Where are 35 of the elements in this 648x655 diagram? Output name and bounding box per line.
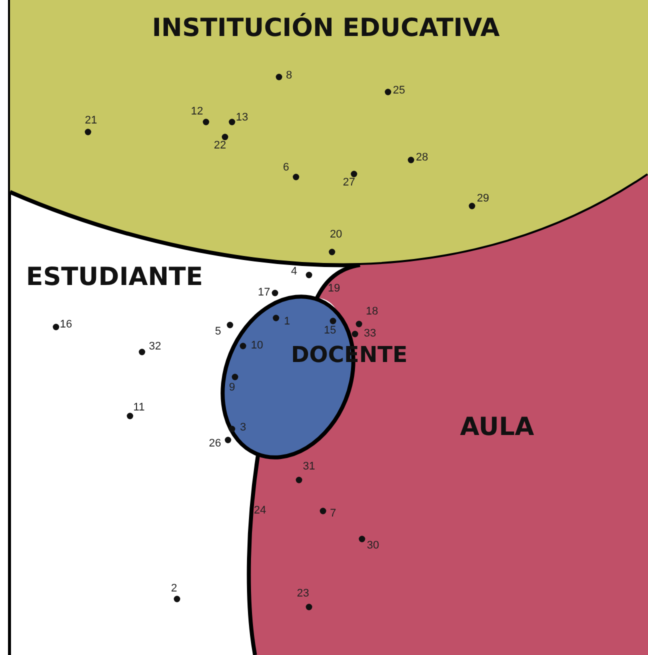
point-number: 4 <box>290 266 298 278</box>
point-number: 18 <box>366 306 378 318</box>
point-number: 24 <box>254 506 266 516</box>
region-title: AULA <box>460 414 534 439</box>
point-number: 22 <box>214 140 226 152</box>
point-number: 29 <box>476 194 490 204</box>
point-number: 5 <box>214 326 222 338</box>
point-number: 2 <box>170 584 178 594</box>
point-number: 1 <box>284 316 290 328</box>
point-number: 19 <box>328 284 340 294</box>
point-number: 31 <box>302 462 316 472</box>
point-number: 6 <box>282 162 290 174</box>
region-title: INSTITUCIÓN EDUCATIVA <box>152 15 500 40</box>
point-number: 8 <box>286 70 292 82</box>
point-number: 25 <box>392 86 406 96</box>
point-number: 11 <box>133 402 145 414</box>
point-number: 32 <box>148 342 162 352</box>
point-number: 21 <box>84 116 98 126</box>
point-number: 9 <box>228 382 236 394</box>
point-number: 15 <box>324 326 336 336</box>
region-title: ESTUDIANTE <box>26 264 203 289</box>
point-number: 23 <box>296 588 310 600</box>
point-number: 27 <box>342 178 356 188</box>
point-number: 17 <box>258 288 270 298</box>
point-number: 28 <box>416 152 428 164</box>
point-number: 7 <box>330 508 336 520</box>
point-number: 16 <box>60 320 72 330</box>
point-number: 20 <box>330 230 342 240</box>
point-number: 13 <box>236 112 248 124</box>
point-number: 12 <box>190 106 204 118</box>
point-number: 33 <box>364 328 376 340</box>
point-number: 10 <box>250 340 264 352</box>
point-number: 30 <box>366 540 380 552</box>
point-number: 26 <box>208 438 222 450</box>
point-number: 3 <box>240 422 246 434</box>
